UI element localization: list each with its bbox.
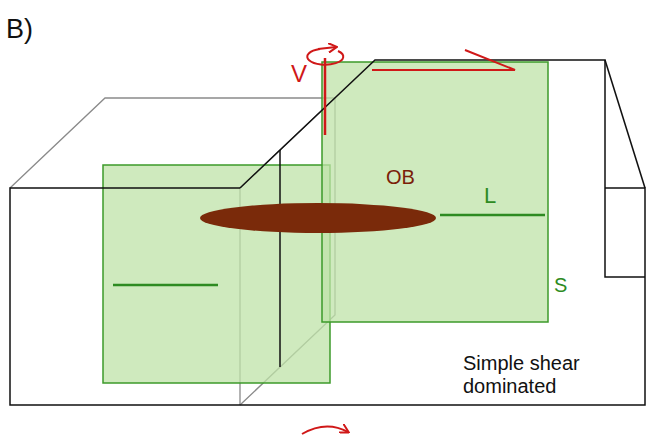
- object-ellipse: [200, 203, 436, 233]
- rotation-arrowhead: [318, 47, 336, 49]
- shear-sense-arrow: [372, 50, 515, 70]
- rotation-arrow: [302, 426, 348, 434]
- lineation-line: [440, 214, 545, 217]
- vorticity-axis: [324, 58, 327, 135]
- shear-plane-right: [322, 62, 548, 322]
- axis-label: V: [291, 60, 307, 88]
- shear-plane-left: [103, 165, 330, 383]
- rotation-arrow: [307, 49, 343, 65]
- lineation-line: [113, 284, 218, 287]
- plane-label: S: [554, 274, 567, 297]
- panel-letter: B): [6, 14, 33, 45]
- regime-note: Simple shear dominated: [463, 352, 653, 398]
- lineation-label: L: [484, 183, 496, 208]
- object-label: OB: [386, 166, 415, 189]
